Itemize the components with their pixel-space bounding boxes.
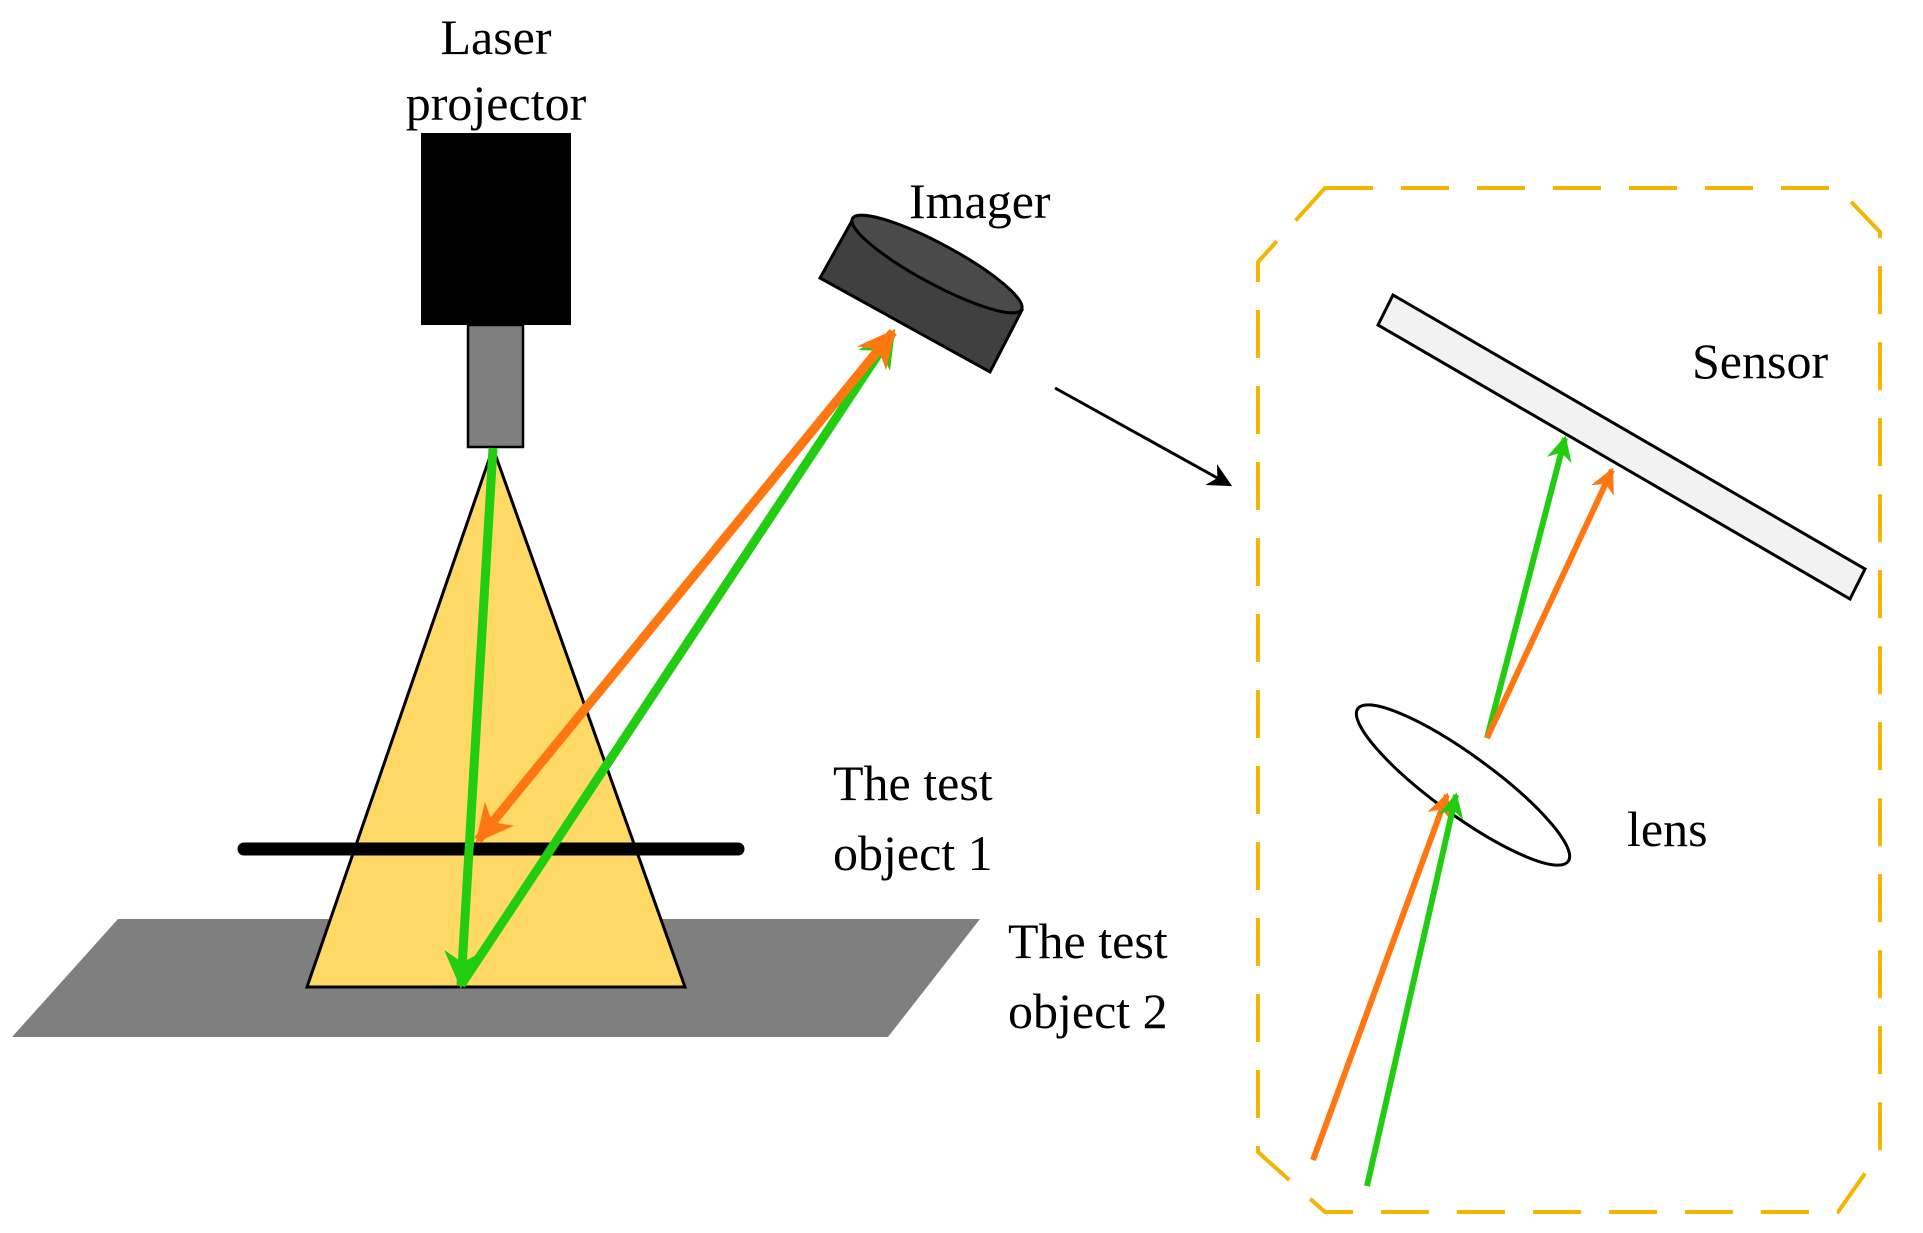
orange-ray-object-1-to-imager bbox=[474, 329, 897, 843]
lens-label: lens bbox=[1627, 801, 1708, 857]
laser-projector-label-line2: projector bbox=[406, 75, 587, 131]
laser-projector-body bbox=[421, 133, 571, 325]
lens-icon bbox=[1354, 703, 1572, 867]
test-object-1-label-line1: The test bbox=[833, 755, 993, 811]
test-object-2-label-line1: The test bbox=[1008, 913, 1168, 969]
inset-green-ray-out bbox=[1484, 435, 1572, 739]
imager-lens-face bbox=[850, 213, 1024, 315]
imager-label: Imager bbox=[909, 173, 1051, 229]
test-object-1-label-line2: object 1 bbox=[833, 825, 993, 881]
zoom-arrow bbox=[1054, 386, 1233, 487]
inset-green-ray-in bbox=[1364, 792, 1464, 1187]
inset-orange-ray-out bbox=[1484, 467, 1615, 740]
laser-light-cone bbox=[304, 443, 688, 989]
test-object-2-label-line2: object 2 bbox=[1008, 983, 1168, 1039]
green-ray-projector-to-object-2 bbox=[444, 447, 498, 989]
sensor-label: Sensor bbox=[1692, 333, 1828, 389]
inset-frame bbox=[1256, 186, 1882, 1214]
sensor-plate bbox=[1376, 292, 1867, 602]
inset-orange-ray-in bbox=[1310, 792, 1452, 1162]
laser-projector-label-line1: Laser bbox=[440, 9, 551, 65]
laser-projector-nozzle bbox=[466, 323, 525, 449]
green-ray-object-2-to-imager bbox=[457, 328, 897, 988]
